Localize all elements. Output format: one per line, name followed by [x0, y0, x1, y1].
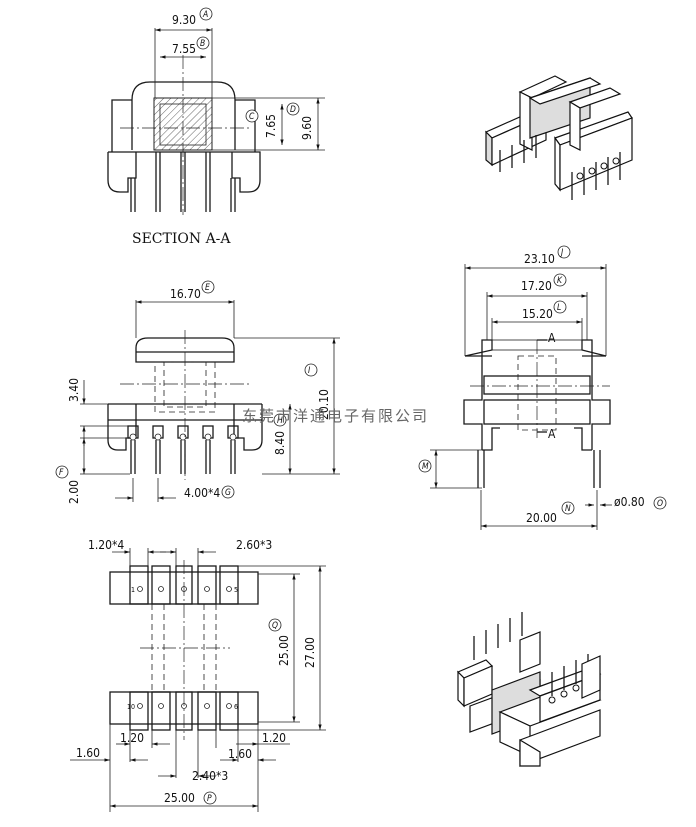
dim-pin-dia: ø0.80 — [614, 495, 645, 509]
dim-1.60-right: 1.60 — [228, 747, 252, 761]
section-view: 9.30 7.55 7.65 9.60 A B C D SECTION A-A — [107, 7, 325, 247]
bottom-view: 1 5 10 6 1.20*4 2.60*3 25.00 Q 27.00 1.2… — [70, 538, 326, 812]
svg-text:B: B — [200, 39, 205, 49]
pin-num-1: 1 — [131, 586, 135, 594]
pin-num-5: 5 — [234, 586, 238, 594]
dim-25.00-p: 25.00 — [164, 791, 195, 805]
section-marker-top: A — [548, 331, 556, 345]
dim-20.10: 20.10 — [317, 389, 331, 420]
dim-15.20: 15.20 — [522, 307, 553, 321]
dim-20.00: 20.00 — [526, 511, 557, 525]
svg-text:I: I — [308, 366, 311, 376]
svg-text:M: M — [422, 462, 429, 472]
watermark: 东莞市洋通电子有限公司 — [242, 407, 429, 425]
svg-text:H: H — [277, 416, 283, 426]
dim-17.20: 17.20 — [521, 279, 552, 293]
dim-7.65: 7.65 — [264, 114, 278, 138]
side-view: A A 23.10 J 17.20 K 15.20 L M 20.00 N ø0… — [418, 245, 667, 530]
svg-text:D: D — [290, 105, 296, 115]
dim-1.60-left: 1.60 — [76, 746, 100, 760]
svg-text:G: G — [225, 488, 231, 498]
dim-3.40: 3.40 — [67, 378, 81, 402]
dim-1.20x4: 1.20*4 — [88, 538, 124, 552]
dim-9.60: 9.60 — [300, 116, 314, 140]
svg-text:C: C — [249, 112, 255, 122]
svg-text:F: F — [59, 468, 64, 478]
dim-2.00: 2.00 — [67, 480, 81, 504]
svg-text:A: A — [202, 10, 208, 20]
svg-text:L: L — [557, 303, 561, 313]
front-view: 16.70 E 20.10 I 8.40 H 3.40 2.00 F 4.00*… — [55, 280, 340, 504]
isometric-bottom-icon — [456, 612, 602, 767]
svg-text:J: J — [559, 248, 564, 258]
svg-text:K: K — [557, 276, 563, 286]
dim-1.20-left: 1.20 — [120, 731, 144, 745]
dim-9.30: 9.30 — [172, 13, 196, 27]
pin-num-10: 10 — [127, 703, 135, 711]
dim-8.40: 8.40 — [273, 431, 287, 455]
dim-2.60x3: 2.60*3 — [236, 538, 272, 552]
dim-2.40x3: 2.40*3 — [192, 769, 228, 783]
pin-num-6: 6 — [234, 703, 238, 711]
svg-text:Q: Q — [272, 621, 278, 631]
svg-text:N: N — [565, 504, 571, 514]
dim-23.10: 23.10 — [524, 252, 555, 266]
dim-25.00-q: 25.00 — [277, 635, 291, 666]
svg-text:O: O — [657, 499, 663, 509]
svg-text:E: E — [205, 283, 210, 293]
dim-16.70: 16.70 — [170, 287, 201, 301]
dim-7.55: 7.55 — [172, 42, 196, 56]
dim-1.20-right: 1.20 — [262, 731, 286, 745]
section-marker-bottom: A — [548, 427, 556, 441]
dim-4.00x4: 4.00*4 — [184, 486, 220, 500]
isometric-top-icon — [484, 75, 633, 200]
svg-text:P: P — [207, 794, 212, 804]
section-title: SECTION A-A — [132, 231, 231, 247]
dim-27.00: 27.00 — [303, 637, 317, 668]
